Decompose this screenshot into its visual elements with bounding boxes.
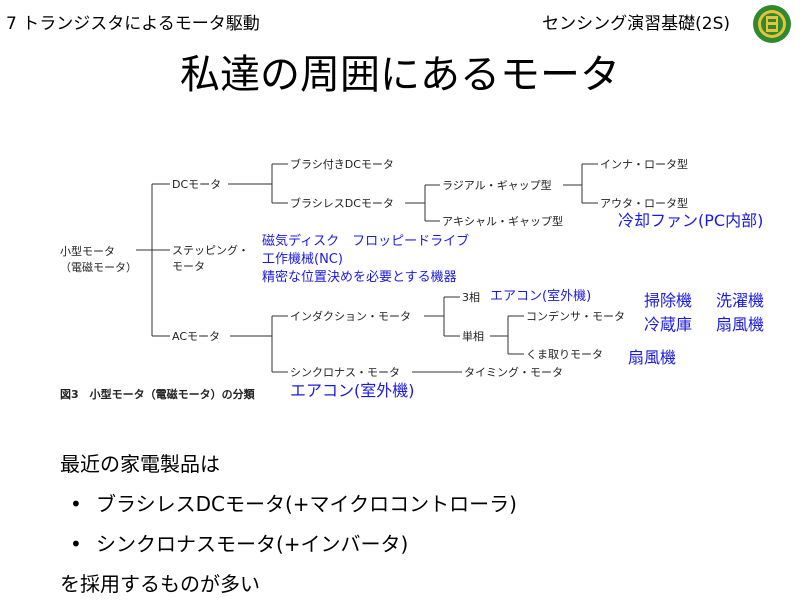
node-induction: インダクション・モータ: [290, 309, 411, 323]
annotation-stepping-3: 精密な位置決めを必要とする機器: [262, 269, 457, 285]
annotation-cooling-fan: 冷却ファン(PC内部): [618, 211, 763, 230]
bullet-symbol: •: [70, 532, 82, 556]
node-shaded-pole: くま取りモータ: [526, 348, 603, 361]
node-dc-motor: DCモータ: [172, 178, 221, 191]
node-stepping-motor: モータ: [172, 260, 205, 273]
bullet-item: • ブラシレスDCモータ(+マイクロコントローラ): [70, 488, 517, 517]
node-radial-gap: ラジアル・ギャップ型: [442, 178, 552, 192]
annotation-aircon-outdoor: エアコン(室外機): [290, 381, 415, 400]
node-axial-gap: アキシャル・ギャップ型: [442, 214, 563, 228]
annotation-fan-1: 扇風機: [716, 315, 764, 334]
body-intro: 最近の家電製品は: [60, 452, 220, 476]
school-emblem-icon: [753, 5, 791, 43]
bullet-symbol: •: [70, 492, 82, 516]
node-brushless-dc: ブラシレスDCモータ: [290, 196, 394, 210]
annotation-fan-2: 扇風機: [628, 348, 676, 367]
annotation-washer: 洗濯機: [716, 291, 764, 310]
body-outro: を採用するものが多い: [60, 572, 260, 596]
annotation-vacuum: 掃除機: [644, 291, 692, 310]
node-inner-rotor: インナ・ロータ型: [600, 157, 688, 171]
bullet-text: ブラシレスDCモータ(+マイクロコントローラ): [96, 492, 517, 516]
slide-title: 私達の周囲にあるモータ: [180, 52, 620, 98]
annotation-aircon-outdoor-small: エアコン(室外機): [490, 288, 591, 304]
node-small-motor: 小型モータ: [60, 244, 115, 258]
node-timing: タイミング・モータ: [464, 365, 563, 379]
bullet-item: • シンクロナスモータ(+インバータ): [70, 528, 408, 557]
node-ac-motor: ACモータ: [172, 330, 220, 343]
tree-connectors: [136, 163, 598, 373]
node-outer-rotor: アウタ・ロータ型: [600, 196, 688, 210]
node-electromagnetic-motor: （電磁モータ）: [60, 261, 137, 274]
node-stepping: ステッピング・: [172, 243, 249, 257]
diagram-caption: 図3 小型モータ（電磁モータ）の分類: [60, 387, 256, 401]
annotation-stepping-2: 工作機械(NC): [262, 252, 343, 267]
bullet-text: シンクロナスモータ(+インバータ): [96, 532, 409, 556]
node-condenser: コンデンサ・モータ: [526, 309, 625, 323]
annotation-stepping-1: 磁気ディスク フロッピードライブ: [262, 233, 469, 249]
header-course-name: センシング演習基礎(2S): [542, 14, 730, 34]
node-brushed-dc: ブラシ付きDCモータ: [290, 157, 394, 171]
node-single-phase: 単相: [462, 329, 484, 343]
header-left-title: 7 トランジスタによるモータ駆動: [6, 14, 260, 34]
node-three-phase: 3相: [462, 291, 480, 304]
annotation-fridge: 冷蔵庫: [644, 315, 692, 334]
node-synchronous: シンクロナス・モータ: [290, 366, 400, 379]
